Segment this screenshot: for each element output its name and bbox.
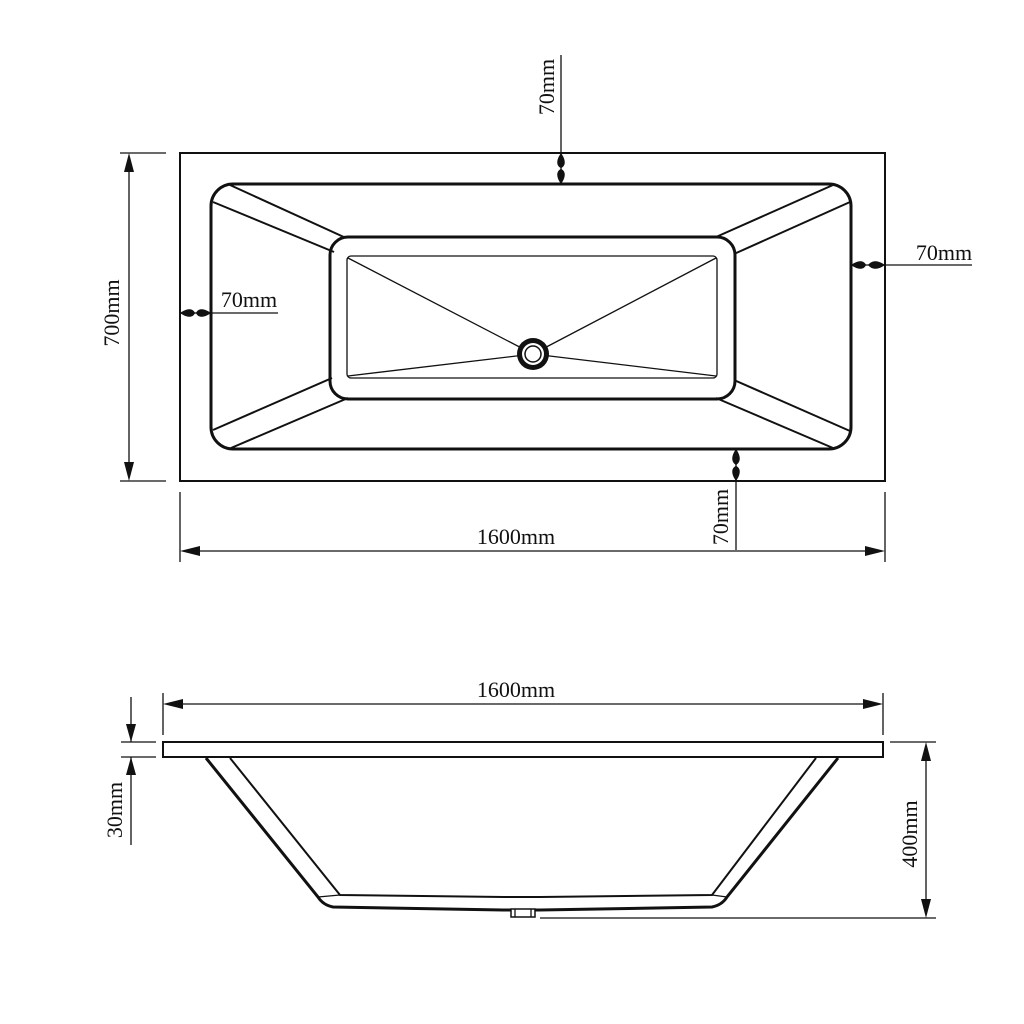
rim-top-dimension: 70mm — [534, 55, 565, 184]
side-view: 1600mm 30mm 400mm — [102, 677, 936, 919]
rim-left-label: 70mm — [221, 287, 277, 312]
tub-body-profile — [204, 757, 840, 912]
rim-left-dimension: 70mm — [180, 287, 278, 317]
depth-dimension: 400mm — [540, 741, 936, 919]
floor-slope-lines — [347, 257, 717, 377]
tub-basin-edge — [209, 182, 853, 451]
length-dimension: 1600mm — [162, 677, 884, 735]
rim-right-dimension: 70mm — [851, 240, 972, 269]
height-label: 700mm — [99, 279, 124, 346]
tub-body-inner-profile — [229, 757, 817, 898]
rim-top-label: 70mm — [534, 59, 559, 115]
drain-outlet-icon — [510, 908, 536, 918]
rim-thickness-dimension: 30mm — [102, 697, 156, 845]
depth-label: 400mm — [897, 800, 922, 867]
width-dimension: 1600mm — [179, 492, 886, 562]
rim-bottom-label: 70mm — [708, 489, 733, 545]
tub-basin-floor — [328, 235, 737, 401]
drain-icon — [517, 338, 549, 370]
tub-rim-profile — [162, 741, 884, 758]
height-dimension: 700mm — [99, 152, 166, 482]
width-label: 1600mm — [477, 524, 555, 549]
tub-basin-floor-inner — [346, 255, 718, 379]
top-view: 700mm 1600mm 70mm 70mm — [99, 55, 972, 562]
rim-bottom-dimension: 70mm — [708, 449, 740, 550]
length-label: 1600mm — [477, 677, 555, 702]
rim-thickness-label: 30mm — [102, 782, 127, 838]
basin-corner-bevels — [212, 184, 851, 449]
tub-outer-rim — [179, 152, 886, 482]
rim-right-label: 70mm — [916, 240, 972, 265]
